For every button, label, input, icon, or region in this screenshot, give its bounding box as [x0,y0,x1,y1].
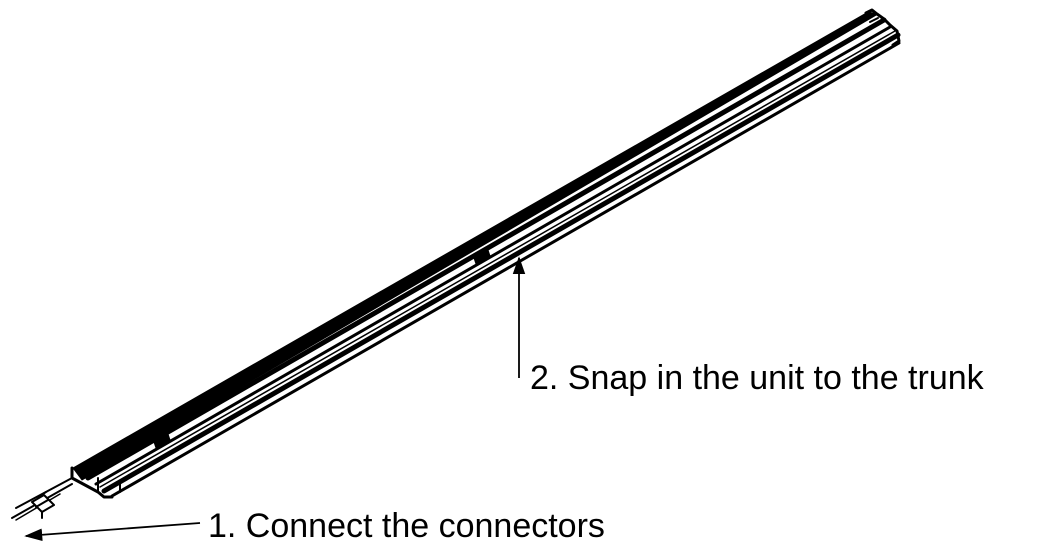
step-2-label: 2. Snap in the unit to the trunk [530,359,984,397]
step-1-label: 1. Connect the connectors [208,507,605,545]
rail-channel-line [110,41,901,498]
rail-channel-line [85,17,887,481]
rail-channel-line [94,25,892,486]
leader-arrows [24,256,526,542]
trunk-unit-drawing [11,8,901,521]
rail-end-cap-far [869,17,879,23]
rail-end-cap-far [864,8,901,47]
rail-channel-line [101,32,901,494]
arrow-step-1 [24,522,201,542]
rail-channel-line [99,30,896,488]
rail-clip [473,249,491,265]
rail-top-edge [72,11,879,481]
rail-clip [153,433,171,449]
connector-plug [31,491,55,519]
